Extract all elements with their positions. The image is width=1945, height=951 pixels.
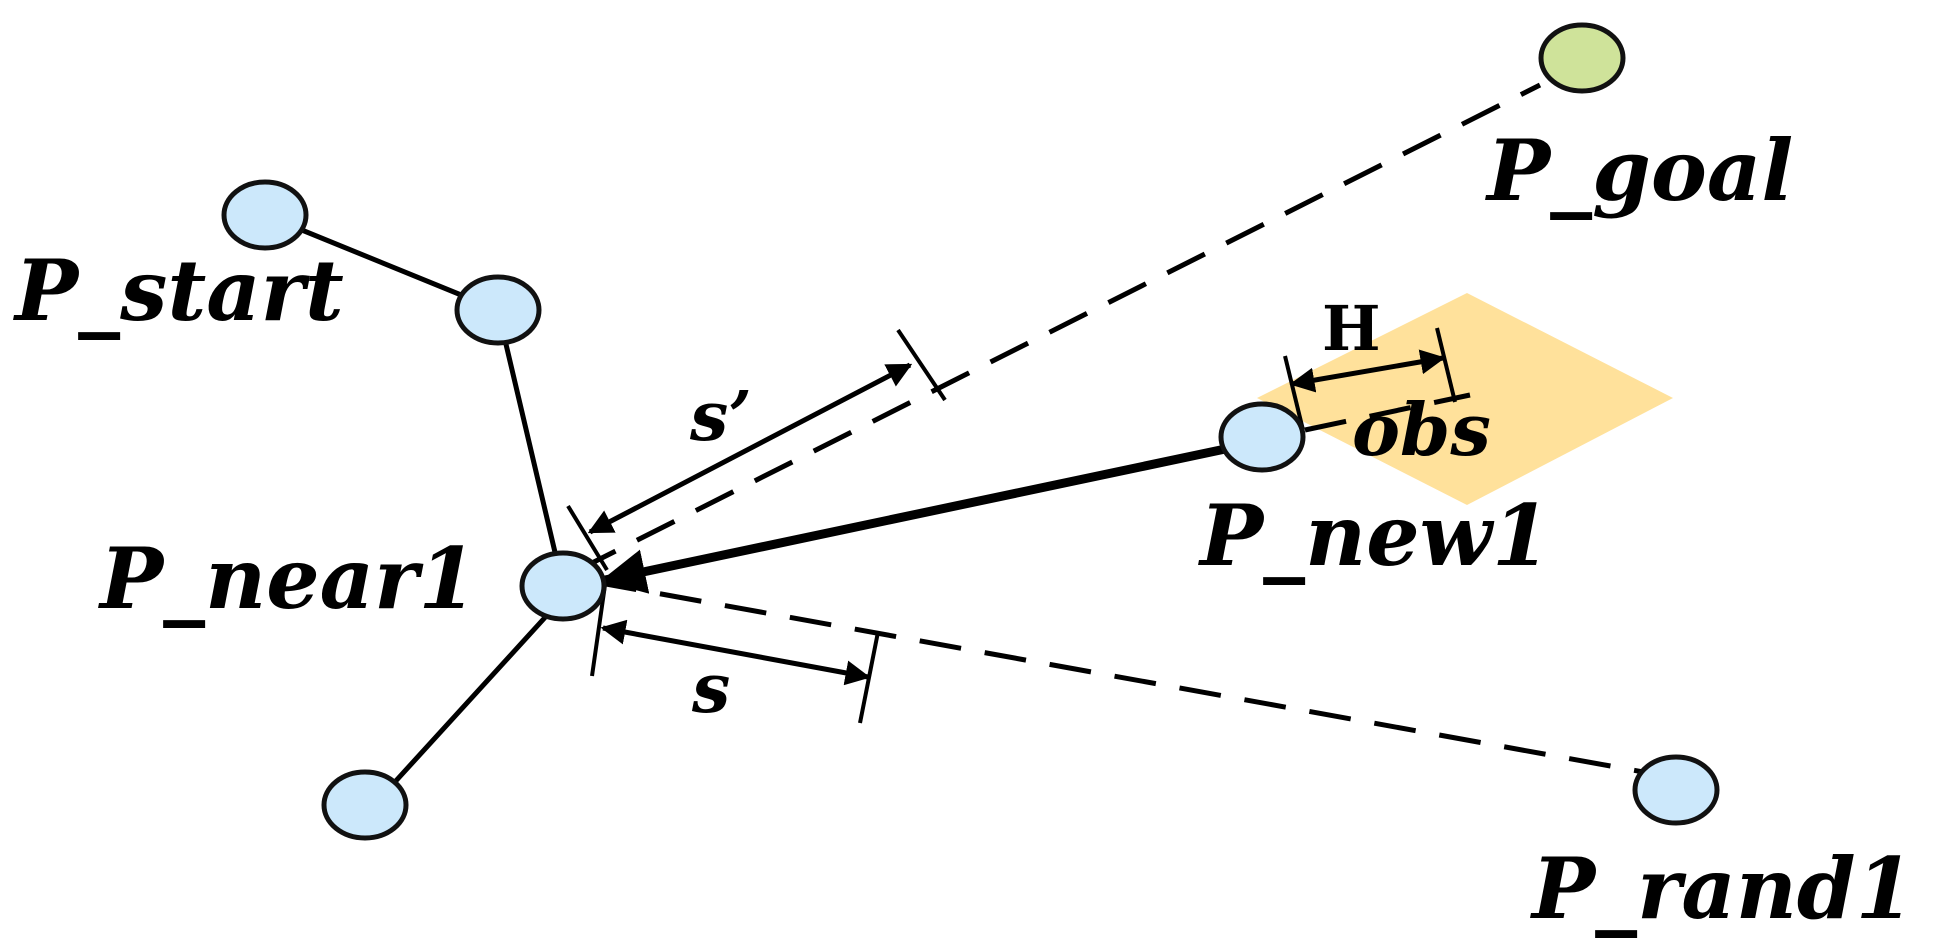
dashed-line-to-rand1 — [594, 579, 1661, 778]
node-near1 — [519, 550, 607, 622]
node-intermediate — [454, 274, 542, 346]
label-h: H — [1322, 292, 1381, 365]
label-p-start: P_start — [13, 241, 344, 340]
tick-h-end — [1435, 327, 1457, 403]
edge-node-to-near1 — [502, 337, 561, 568]
dimension-arrow-h — [1289, 349, 1446, 393]
node-goal — [1538, 22, 1626, 94]
node-rand1 — [1632, 754, 1720, 826]
dashed-line-to-goal — [576, 82, 1542, 573]
label-s: s — [691, 649, 730, 729]
edge-near1-to-lower-node — [380, 609, 553, 798]
node-start — [221, 179, 309, 251]
label-obs: obs — [1352, 387, 1491, 472]
label-p-new1: P_new1 — [1198, 486, 1550, 585]
tick-s-prime-end — [896, 328, 947, 402]
obstacle-diamond — [1257, 293, 1673, 505]
label-p-goal: P_goal — [1485, 121, 1793, 220]
node-new1 — [1218, 401, 1306, 473]
tick-near1-upper — [566, 504, 609, 572]
label-s-prime: s’ — [689, 377, 752, 457]
dimension-arrow-s — [600, 619, 871, 686]
label-p-near1: P_near1 — [98, 529, 477, 628]
edge-new1-to-near1 — [600, 443, 1235, 594]
tick-h-start — [1283, 355, 1305, 431]
node-lower — [321, 769, 409, 841]
dashed-line-new1-to-obstacle — [1304, 392, 1471, 433]
label-p-rand1: P_rand1 — [1530, 839, 1914, 938]
dimension-arrow-s-prime — [587, 362, 913, 535]
